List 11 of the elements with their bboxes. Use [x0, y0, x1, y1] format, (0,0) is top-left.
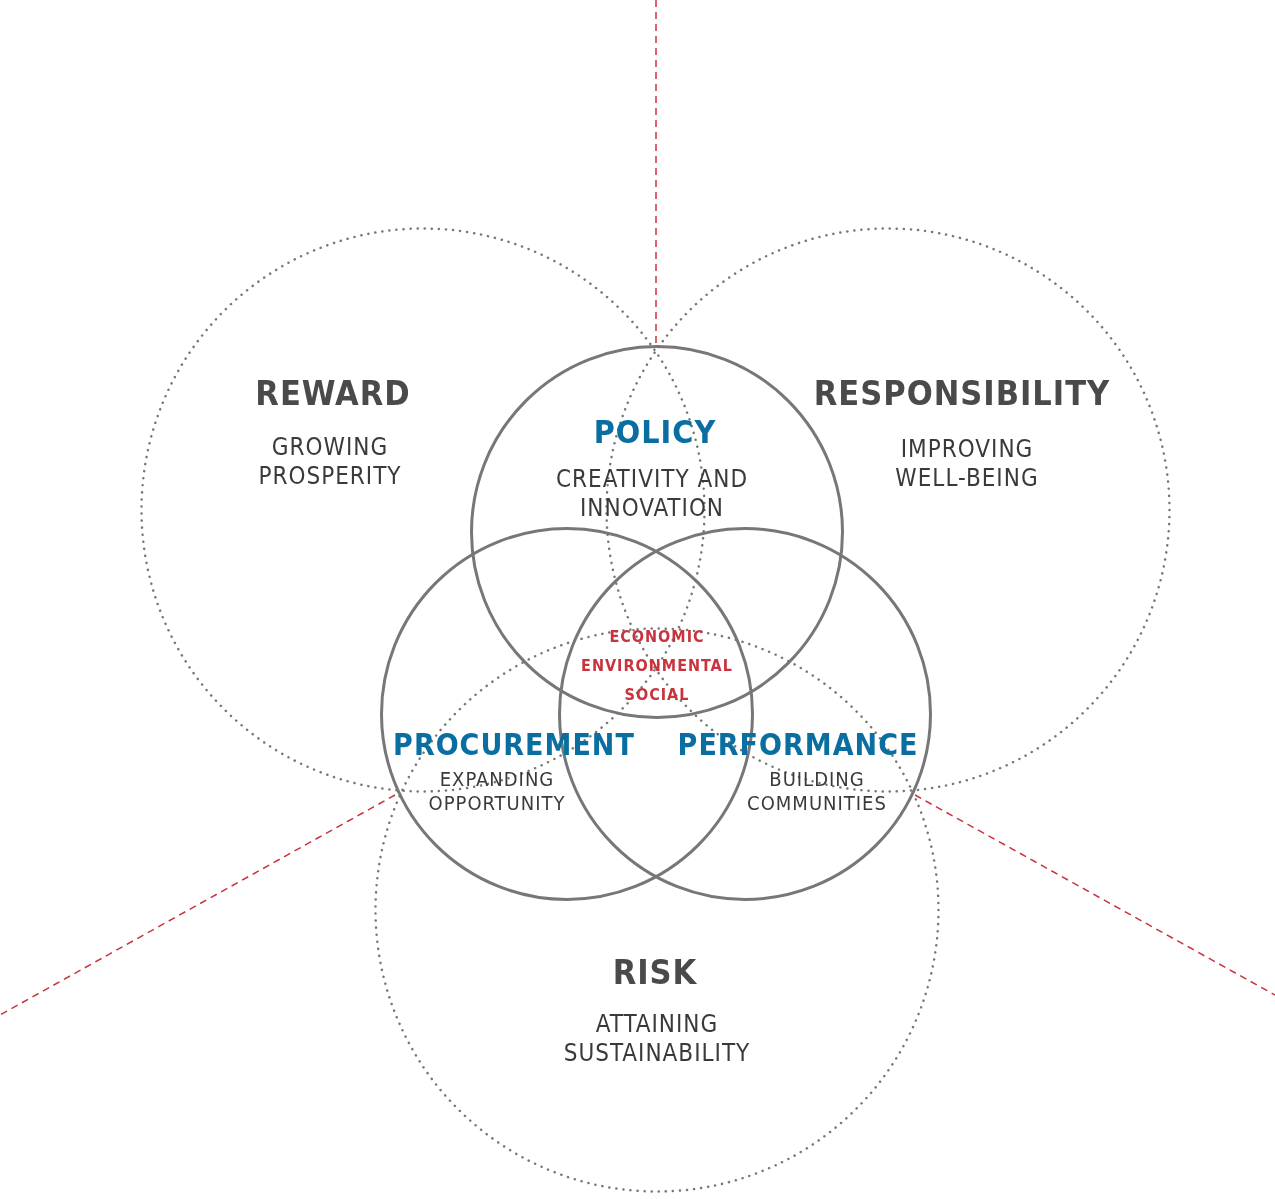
- center-label: ENVIRONMENTAL: [581, 656, 733, 676]
- region-subtitle: CREATIVITY AND INNOVATION: [554, 465, 750, 523]
- region-heading: POLICY: [593, 413, 717, 452]
- region-heading: REWARD: [255, 373, 411, 414]
- region-subtitle: ATTAINING SUSTAINABILITY: [562, 1010, 752, 1068]
- center-label: ECONOMIC: [609, 627, 705, 647]
- region-subtitle: GROWING PROSPERITY: [257, 433, 403, 491]
- region-subtitle: IMPROVING WELL-BEING: [894, 435, 1040, 493]
- region-heading: RESPONSIBILITY: [813, 373, 1111, 414]
- region-heading: RISK: [612, 952, 698, 993]
- center-label: SOCIAL: [624, 685, 690, 705]
